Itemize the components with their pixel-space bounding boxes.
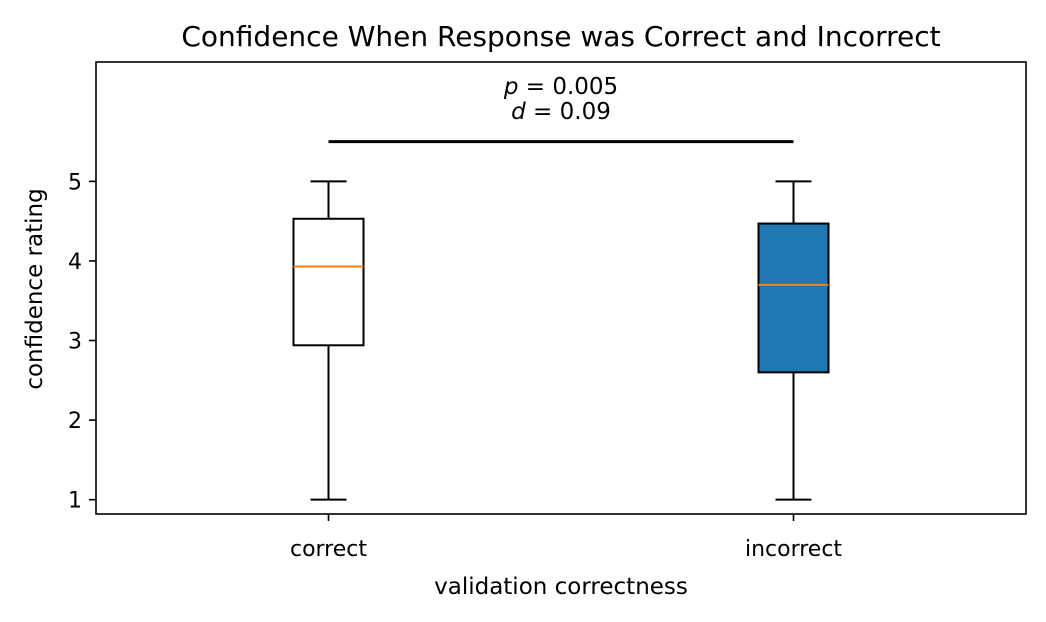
y-tick-label: 4	[68, 250, 82, 275]
p-value-label: p = 0.005	[503, 74, 618, 100]
box-series	[292, 180, 830, 501]
x-tick-label: incorrect	[745, 537, 842, 562]
iqr-box	[292, 217, 365, 347]
plot-area-frame	[95, 61, 1027, 515]
y-tick-label: 3	[68, 330, 82, 355]
iqr-box	[757, 222, 830, 374]
y-tick-label: 1	[68, 489, 82, 514]
y-axis-label: confidence rating	[22, 188, 48, 389]
box-incorrect	[757, 180, 830, 501]
y-tick-label: 2	[68, 409, 82, 434]
x-axis-label: validation correctness	[434, 574, 688, 600]
y-axis: 1 2 3 4 5	[68, 170, 96, 514]
box-correct	[292, 180, 365, 501]
chart-title: Confidence When Response was Correct and…	[181, 20, 940, 53]
x-axis: correct incorrect	[290, 514, 842, 562]
y-tick-label: 5	[68, 170, 82, 195]
effect-size-label: d = 0.09	[511, 99, 611, 125]
x-tick-label: correct	[290, 537, 367, 562]
